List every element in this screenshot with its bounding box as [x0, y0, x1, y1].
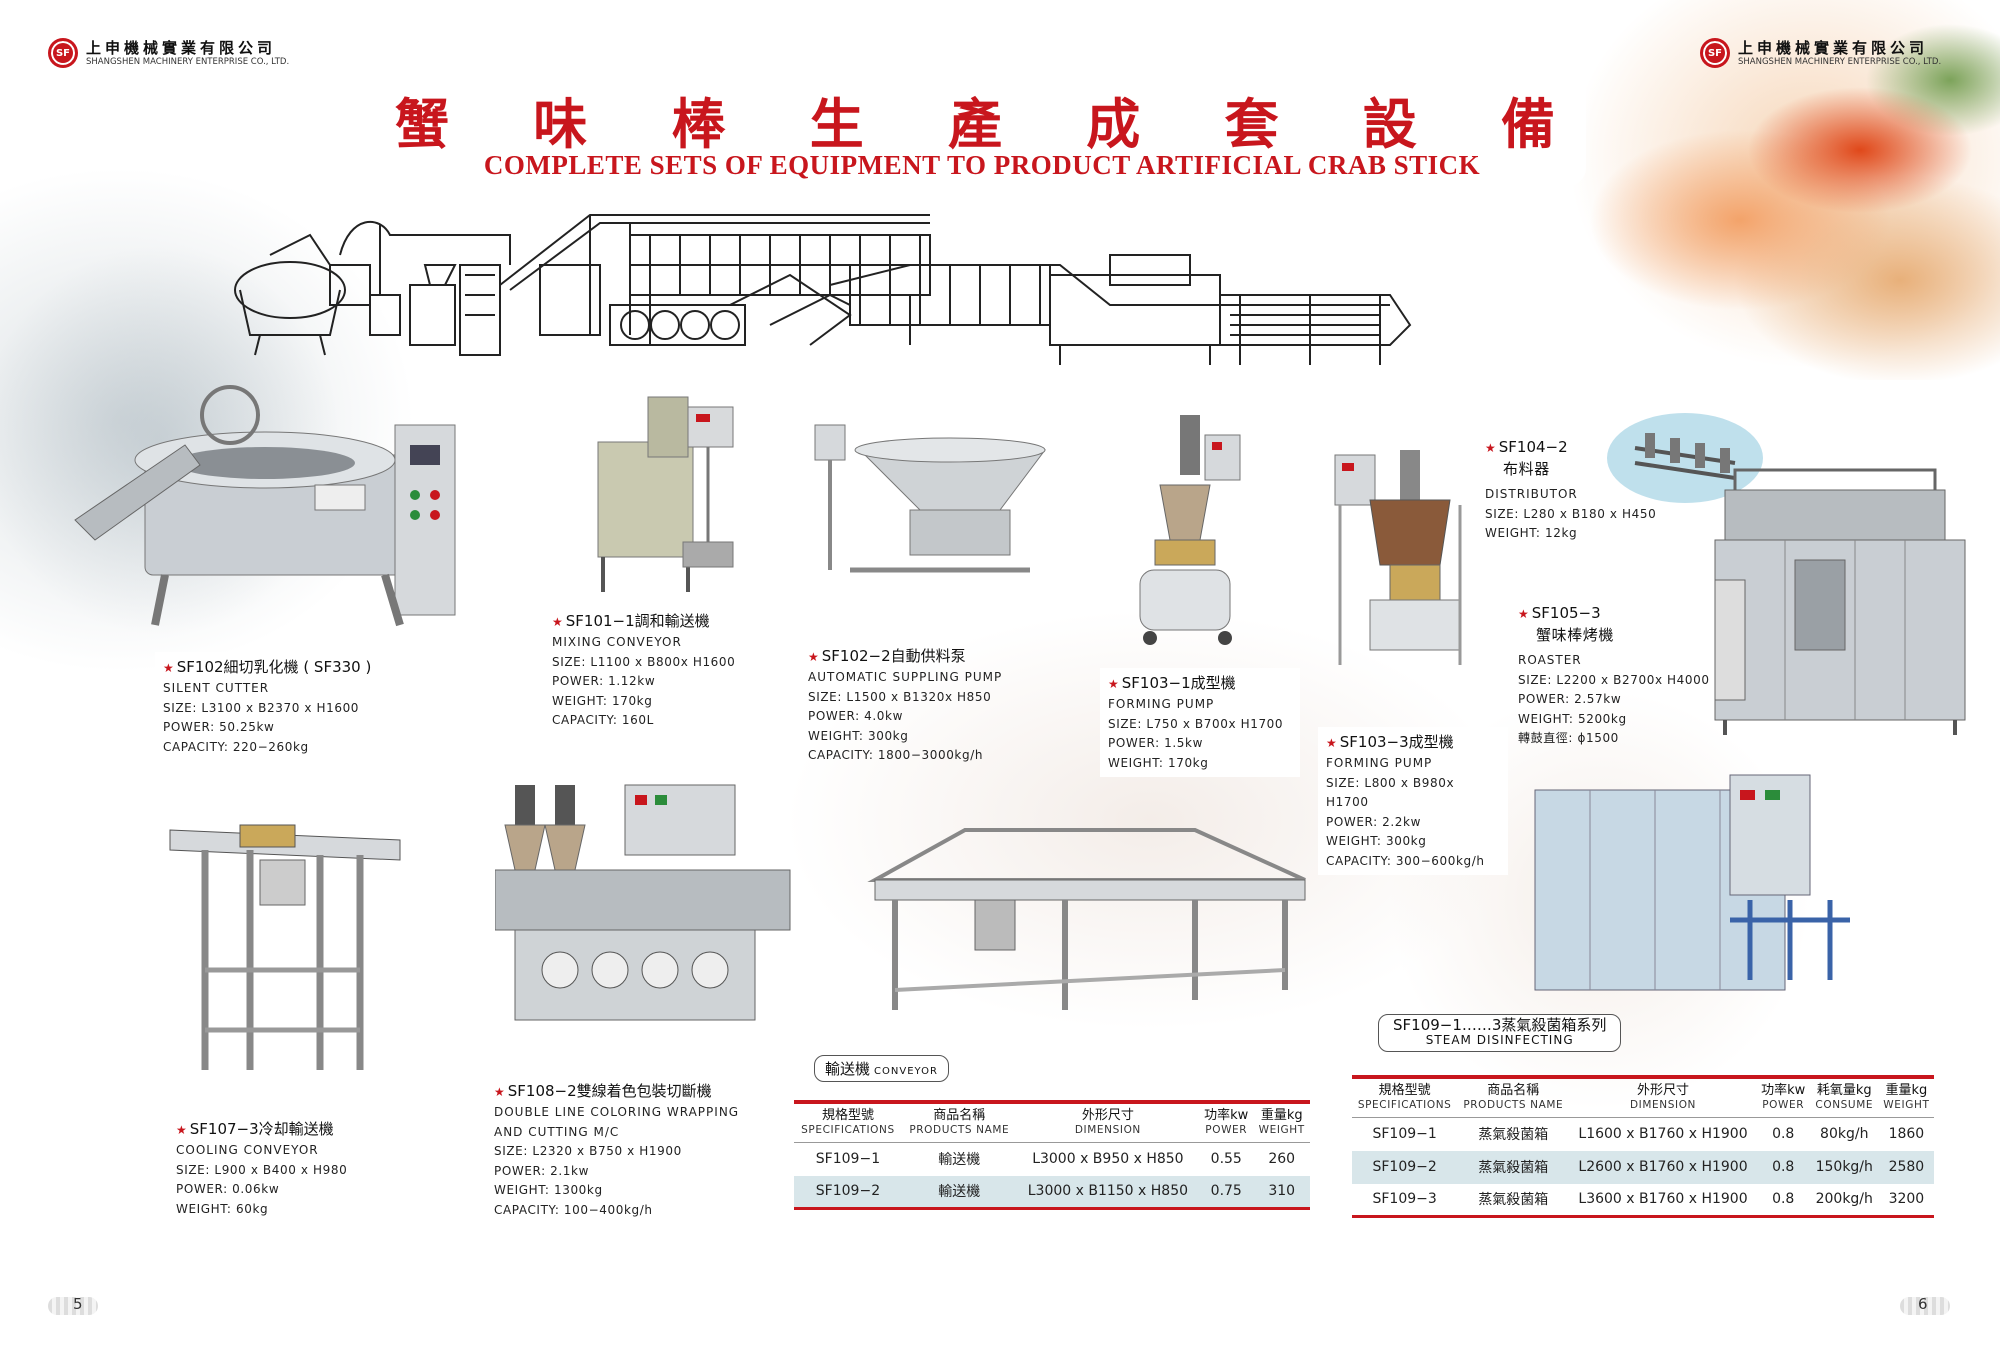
steam-tag: SF109−1……3蒸氣殺菌箱系列 STEAM DISINFECTING	[1378, 1014, 1622, 1052]
mixing-conveyor-image	[597, 396, 734, 592]
brand-name-cn: 上申機械實業有限公司	[86, 38, 277, 57]
star-icon: ★	[176, 1123, 187, 1137]
spec-sf107-3: ★SF107−3冷却輸送機 COOLING CONVEYOR SIZE: L90…	[176, 1120, 348, 1216]
food-photo	[1480, 0, 2000, 380]
roaster-image	[1714, 468, 1966, 735]
spec-sf104-2: ★SF104−2 布料器 DISTRIBUTOR SIZE: L280 x B1…	[1485, 438, 1657, 540]
star-icon: ★	[1326, 736, 1337, 750]
spec-sf103-3: ★SF103−3成型機 FORMING PUMP SIZE: L800 x B9…	[1318, 727, 1508, 875]
forming-pump-1-image	[1139, 415, 1241, 645]
spec-sf108-2: ★SF108−2雙線着色包裝切斷機 DOUBLE LINE COLORING W…	[494, 1082, 740, 1217]
gear-logo-icon	[48, 38, 78, 68]
brand-logo-left: 上申機械實業有限公司 SHANGSHEN MACHINERY ENTERPRIS…	[48, 38, 289, 68]
page-number-left: 5	[73, 1295, 83, 1313]
star-icon: ★	[494, 1085, 505, 1099]
spec-sf105-3: ★SF105−3 蟹味棒烤機 ROASTER SIZE: L2200 x B27…	[1518, 604, 1710, 745]
page-number-right: 6	[1918, 1295, 1928, 1313]
forming-pump-3-image	[1334, 450, 1462, 665]
cooling-conveyor-image	[169, 824, 401, 1070]
conveyor-image	[867, 828, 1306, 1010]
page-number-deco-right	[1900, 1297, 1950, 1315]
production-line-drawing	[234, 214, 1412, 365]
distributor-image	[1607, 413, 1763, 503]
page-number-deco-left	[48, 1297, 98, 1315]
supplying-pump-image	[814, 424, 1046, 573]
spec-sf103-1: ★SF103−1成型機 FORMING PUMP SIZE: L750 x B7…	[1100, 668, 1300, 777]
brand-name-en: SHANGSHEN MACHINERY ENTERPRISE CO., LTD.	[86, 56, 290, 67]
silent-cutter-image	[74, 385, 456, 627]
brand-logo-right: 上申機械實業有限公司 SHANGSHEN MACHINERY ENTERPRIS…	[1700, 38, 1941, 68]
gear-logo-icon	[1700, 38, 1730, 68]
star-icon: ★	[1485, 441, 1496, 455]
brand-name-cn: 上申機械實業有限公司	[1738, 38, 1929, 57]
coloring-wrapping-image	[495, 784, 791, 1021]
title-cn: 蟹 味 棒 生 產 成 套 設 備	[395, 92, 1555, 156]
brand-name-en: SHANGSHEN MACHINERY ENTERPRISE CO., LTD.	[1738, 56, 1942, 67]
title-panel	[378, 70, 1586, 186]
star-icon: ★	[552, 615, 563, 629]
spec-sf102: ★SF102細切乳化機 ( SF330 ) SILENT CUTTER SIZE…	[155, 652, 415, 761]
star-icon: ★	[808, 650, 819, 664]
star-icon: ★	[1518, 607, 1529, 621]
star-icon: ★	[163, 661, 174, 675]
spec-sf102-2: ★SF102−2自動供料泵 AUTOMATIC SUPPLING PUMP SI…	[808, 647, 1003, 762]
steam-disinfecting-image	[1534, 774, 1850, 991]
star-icon: ★	[1108, 677, 1119, 691]
spec-sf101: ★SF101−1調和輸送機 MIXING CONVEYOR SIZE: L110…	[552, 612, 736, 727]
title-en: COMPLETE SETS OF EQUIPMENT TO PRODUCT AR…	[483, 150, 1481, 180]
